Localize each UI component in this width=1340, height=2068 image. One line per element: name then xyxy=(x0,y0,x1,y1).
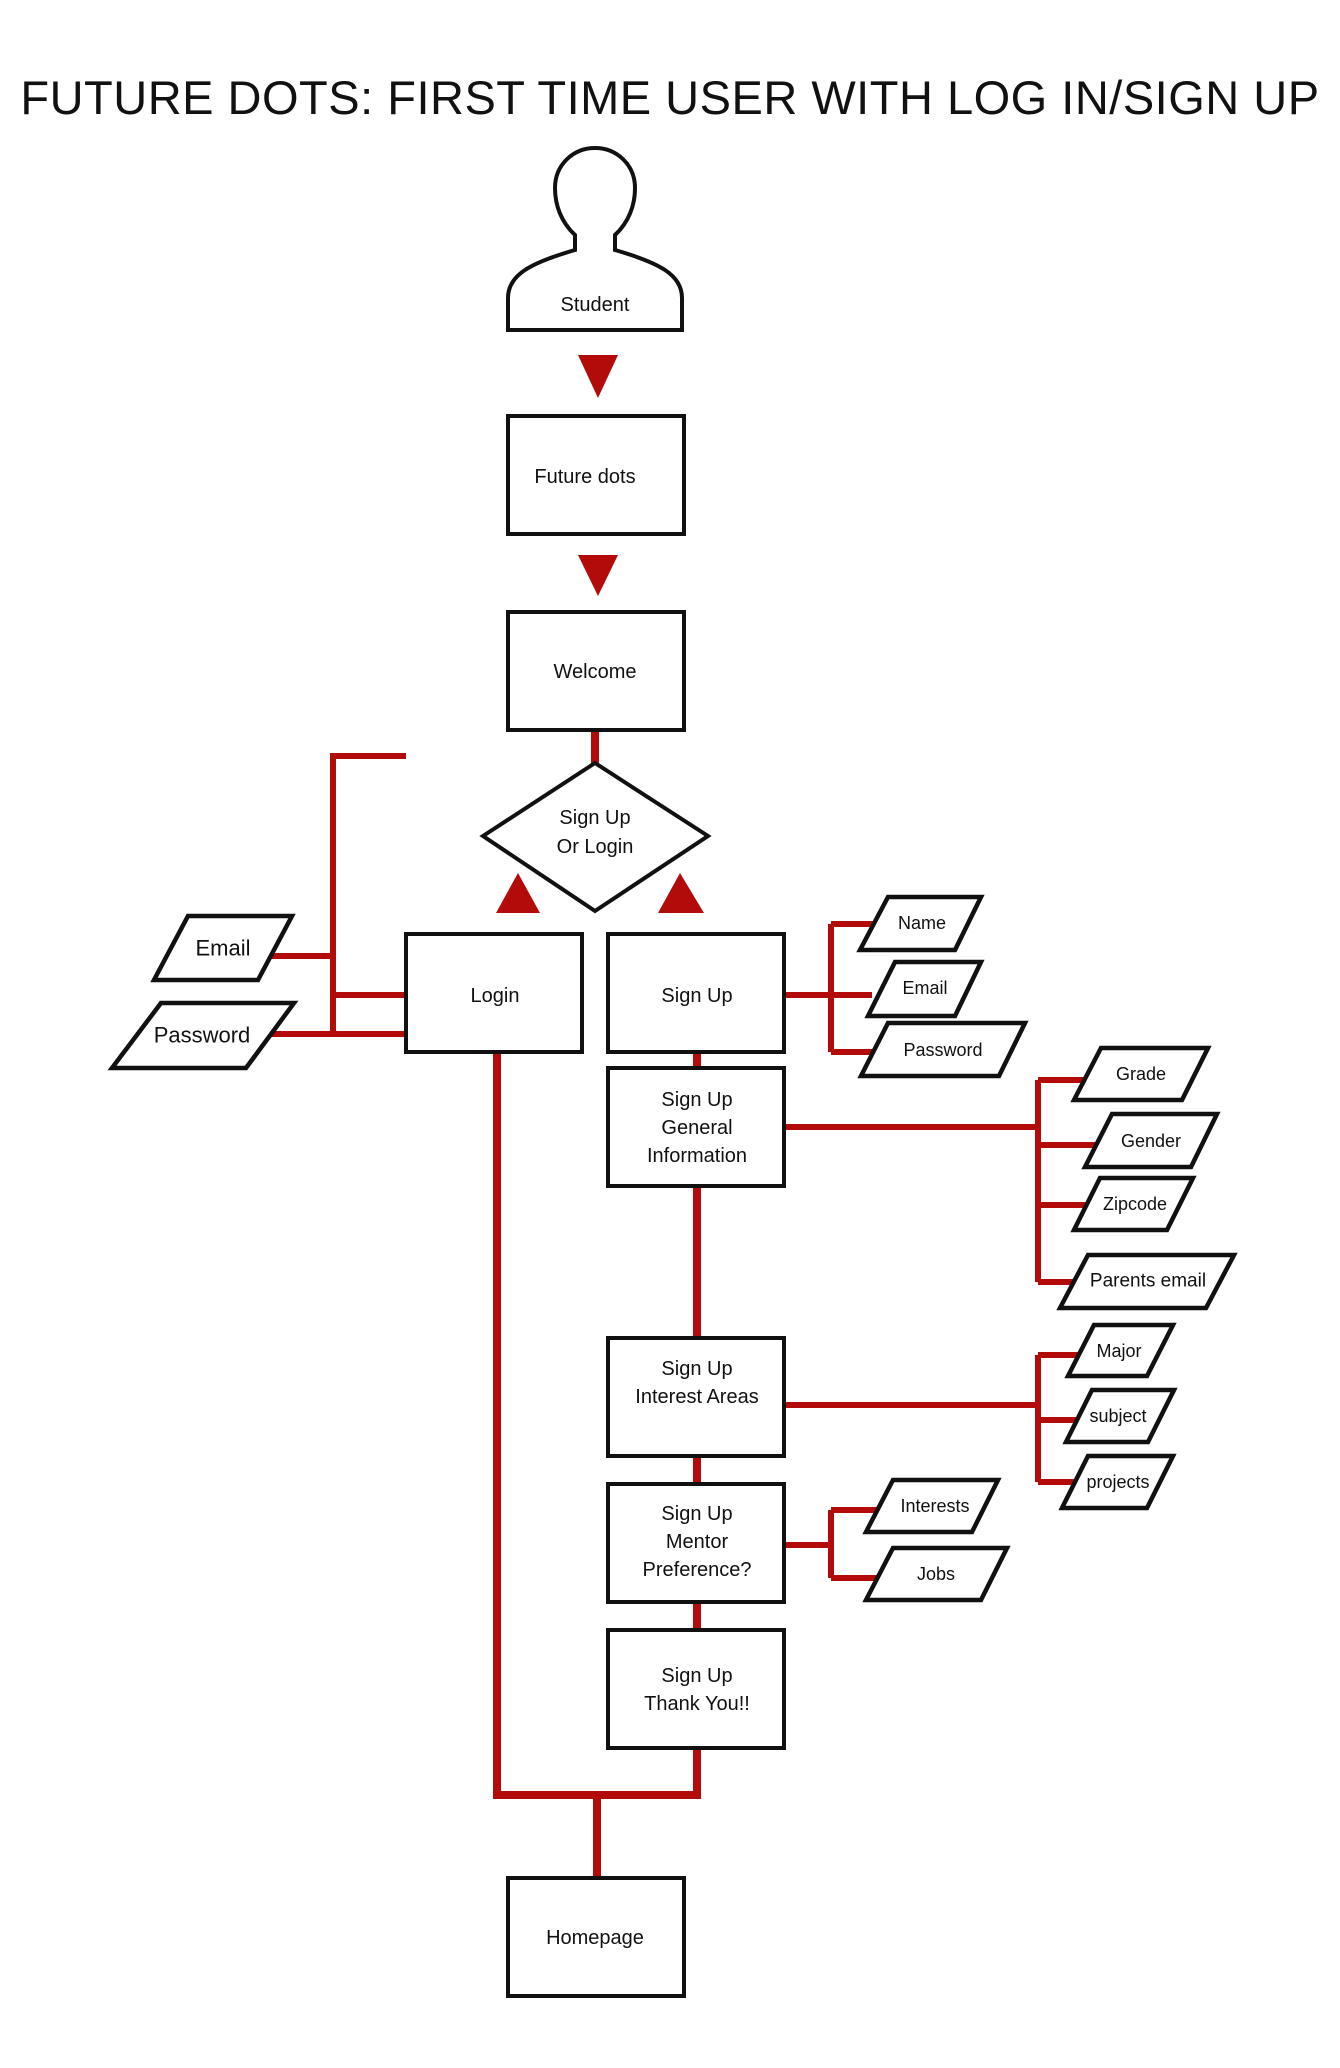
arrows xyxy=(496,355,704,913)
welcome-label: Welcome xyxy=(554,661,637,683)
signup-label: Sign Up xyxy=(661,985,732,1007)
thankyou-line-1: Sign Up xyxy=(661,1665,732,1687)
decision-line-1: Sign Up xyxy=(559,807,630,829)
input-interests: Interests xyxy=(862,1477,1002,1535)
box-sign-up-interest-areas: Sign Up Interest Areas xyxy=(606,1336,786,1458)
mentor-line-1: Sign Up xyxy=(661,1503,732,1525)
arrow-decision-to-login xyxy=(496,873,540,913)
svg-text:Password: Password xyxy=(154,1023,251,1048)
input-signup-name: Name xyxy=(856,894,985,953)
svg-text:Email: Email xyxy=(195,936,250,961)
general-line-1: Sign Up xyxy=(661,1089,732,1111)
homepage-label: Homepage xyxy=(546,1927,644,1949)
svg-text:Major: Major xyxy=(1096,1341,1141,1361)
input-parents-email: Parents email xyxy=(1056,1252,1238,1311)
svg-text:Name: Name xyxy=(898,913,946,933)
svg-text:projects: projects xyxy=(1086,1472,1149,1492)
svg-text:Jobs: Jobs xyxy=(917,1564,955,1584)
svg-text:Interests: Interests xyxy=(900,1496,969,1516)
mentor-line-3: Preference? xyxy=(643,1559,752,1581)
thankyou-line-2: Thank You!! xyxy=(644,1693,750,1715)
box-sign-up: Sign Up xyxy=(606,932,786,1054)
box-sign-up-general-information: Sign Up General Information xyxy=(606,1066,786,1188)
arrow-futuredots-to-welcome xyxy=(578,555,618,596)
general-line-2: General xyxy=(661,1117,732,1139)
input-subject: subject xyxy=(1062,1387,1178,1445)
input-login-password: Password xyxy=(107,1000,299,1071)
person-icon xyxy=(506,145,684,332)
svg-text:Password: Password xyxy=(903,1040,982,1060)
interest-line-2: Interest Areas xyxy=(635,1386,758,1408)
input-signup-email: Email xyxy=(864,959,985,1019)
svg-text:Grade: Grade xyxy=(1116,1064,1166,1084)
mentor-line-2: Mentor xyxy=(666,1531,729,1553)
diagram-title: FUTURE DOTS: FIRST TIME USER WITH LOG IN… xyxy=(20,71,1320,124)
svg-text:Email: Email xyxy=(902,978,947,998)
input-signup-password: Password xyxy=(857,1020,1029,1079)
input-zipcode: Zipcode xyxy=(1070,1175,1197,1233)
arrow-decision-to-signup xyxy=(658,873,704,913)
box-welcome: Welcome xyxy=(506,610,686,732)
box-homepage: Homepage xyxy=(506,1876,686,1998)
box-login: Login xyxy=(404,932,584,1054)
input-jobs: Jobs xyxy=(862,1545,1011,1603)
input-grade: Grade xyxy=(1070,1045,1212,1103)
student-actor: Student xyxy=(506,145,684,332)
arrow-student-to-futuredots xyxy=(578,355,618,398)
input-login-email: Email xyxy=(150,913,296,983)
svg-text:subject: subject xyxy=(1089,1406,1146,1426)
decision-line-2: Or Login xyxy=(557,836,634,858)
student-label: Student xyxy=(561,294,630,316)
box-future-dots: Future dots xyxy=(506,414,686,536)
svg-text:Parents email: Parents email xyxy=(1090,1271,1206,1292)
svg-text:Zipcode: Zipcode xyxy=(1103,1194,1167,1214)
general-line-3: Information xyxy=(647,1145,747,1167)
interest-line-1: Sign Up xyxy=(661,1358,732,1380)
input-projects: projects xyxy=(1058,1453,1177,1511)
box-sign-up-mentor-preference: Sign Up Mentor Preference? xyxy=(606,1482,786,1604)
input-gender: Gender xyxy=(1081,1111,1221,1170)
box-sign-up-thank-you: Sign Up Thank You!! xyxy=(606,1628,786,1750)
login-label: Login xyxy=(471,985,520,1007)
decision-sign-up-or-login: Sign Up Or Login xyxy=(479,760,712,914)
svg-text:Gender: Gender xyxy=(1121,1131,1181,1151)
input-major: Major xyxy=(1064,1322,1177,1379)
future-dots-label: Future dots xyxy=(534,466,635,488)
